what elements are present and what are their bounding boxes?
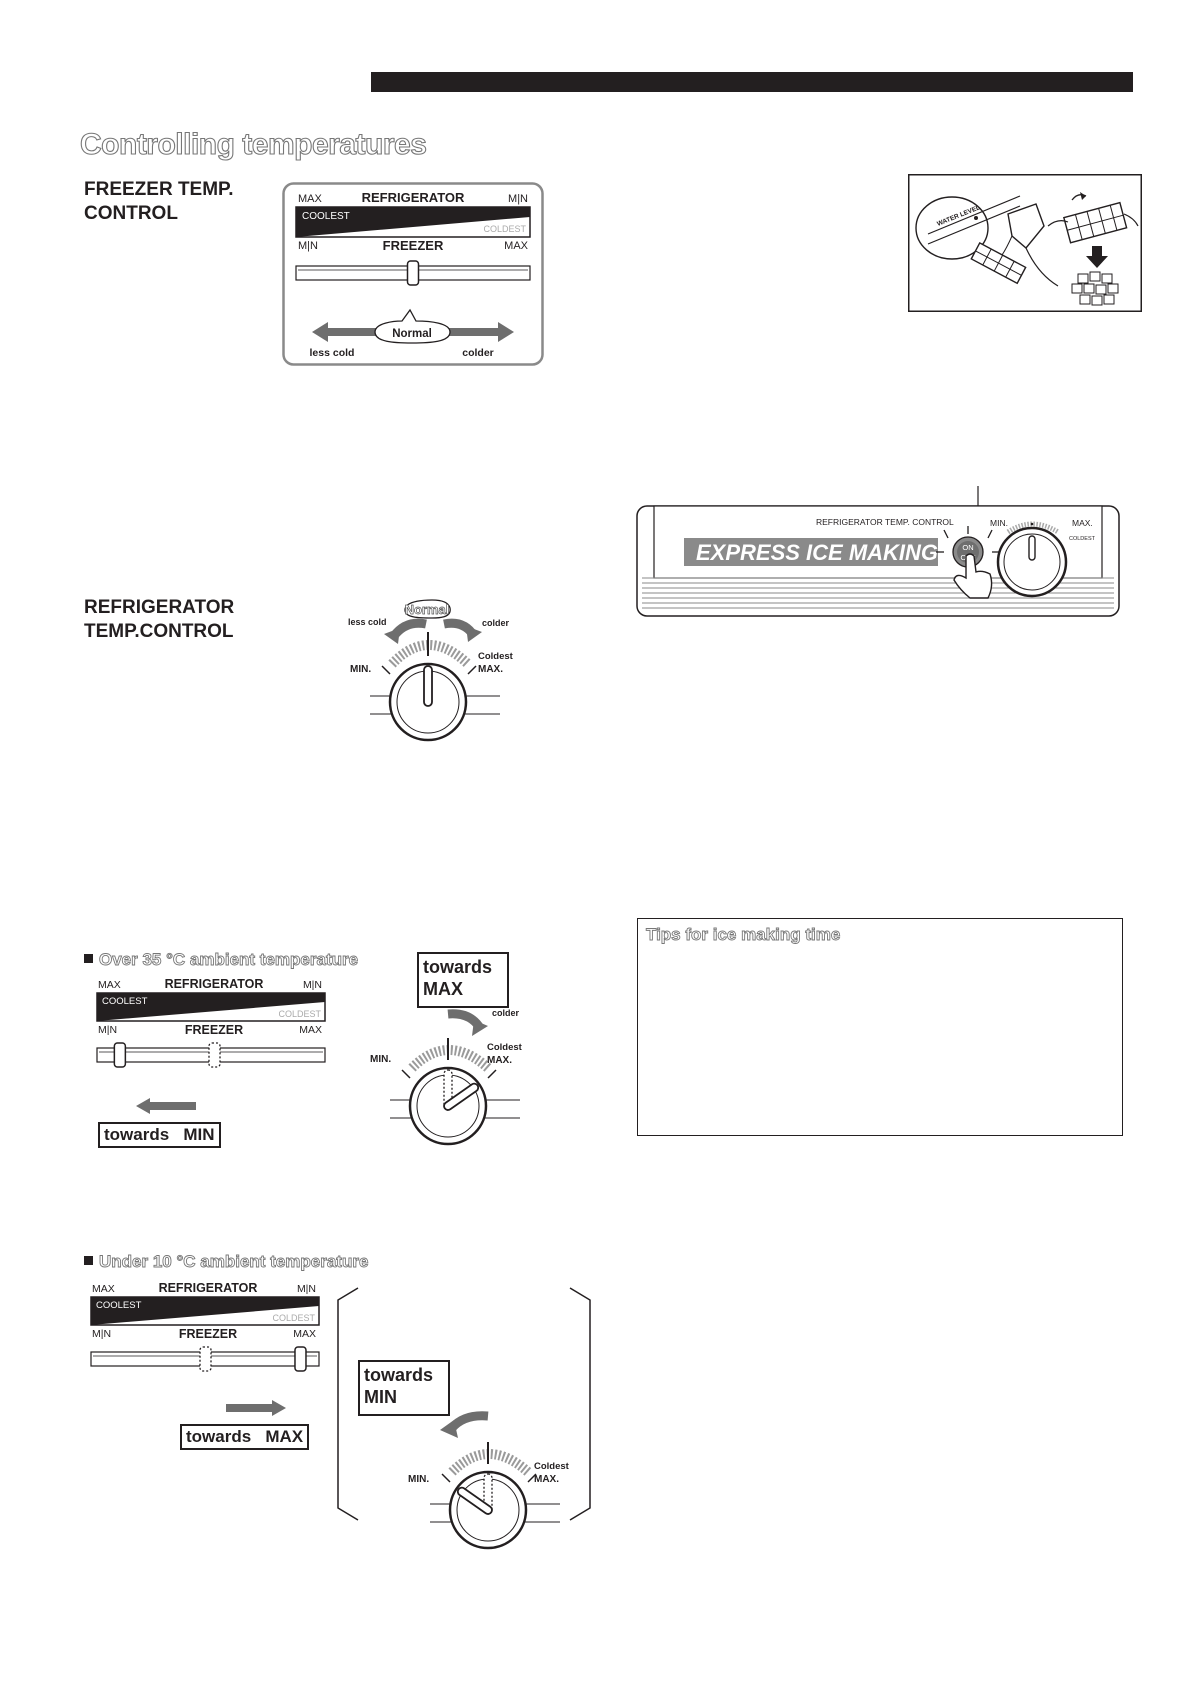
o35-min-right: M|N: [303, 979, 322, 991]
panel-min-left: M|N: [298, 240, 318, 252]
panel-max-left: MAX: [298, 193, 323, 205]
panel-coldest: COLDEST: [483, 224, 526, 234]
dial-min: MIN.: [350, 664, 371, 675]
o35-refrigerator-label: REFRIGERATOR: [165, 977, 264, 991]
over35-dial: colder MIN. Coldest MAX.: [370, 1008, 523, 1146]
dial-less-cold: less cold: [348, 617, 387, 627]
express-banner: [684, 538, 938, 566]
on-label: ON: [962, 543, 973, 552]
refrigerator-heading: REFRIGERATOR TEMP.CONTROL: [84, 596, 234, 644]
finger-icon: [953, 553, 993, 599]
left-arrow-icon: [136, 1098, 196, 1114]
o35-min-left: M|N: [98, 1024, 117, 1036]
towards-max-line1: towards: [423, 957, 493, 977]
dial-coldest: Coldest: [478, 651, 514, 662]
less-cold-label: less cold: [310, 347, 355, 359]
over35-heading: Over 35 °C ambient temperature: [84, 950, 359, 970]
u10-dial-min: MIN.: [408, 1474, 429, 1485]
o35-freezer-label: FREEZER: [185, 1023, 243, 1037]
u10-max-left: MAX: [92, 1283, 115, 1295]
temp-control-label: REFRIGERATOR TEMP. CONTROL: [816, 517, 954, 527]
freezer-slider-knob: [406, 260, 420, 286]
towards-max-box-u10: towards MAX: [180, 1424, 310, 1450]
less-cold-arrow: [312, 322, 377, 342]
o35-max-right: MAX: [299, 1024, 322, 1036]
under10-heading: Under 10 °C ambient temperature: [84, 1252, 369, 1272]
dial-normal-bubble: [404, 599, 451, 619]
bullet-square-icon: [84, 954, 93, 963]
normal-bubble: [374, 308, 451, 344]
panel-coolest: COOLEST: [302, 211, 350, 222]
colder-label: colder: [462, 347, 494, 359]
over35-title: Over 35 °C ambient temperature: [99, 950, 359, 970]
o35-dial-min: MIN.: [370, 1054, 391, 1065]
express-coldest: COLDEST: [1069, 536, 1096, 542]
towards-min-box: towards MIN: [98, 1122, 221, 1148]
right-arrow-icon: [226, 1400, 286, 1416]
u10-min-left: M|N: [92, 1328, 111, 1340]
colder-arrow: [442, 322, 514, 342]
under10-panel: MAX REFRIGERATOR M|N COOLEST COLDEST M|N…: [90, 1281, 320, 1372]
u10-slider-knob: [294, 1346, 307, 1372]
panel-min-right: M|N: [508, 193, 528, 205]
refrigerator-heading-line2: TEMP.CONTROL: [84, 621, 234, 642]
towards-max-box: towards MAX: [417, 952, 509, 1008]
page-title: Controlling temperatures: [79, 127, 427, 161]
express-ice-panel: REFRIGERATOR TEMP. CONTROL EXPRESS ICE M…: [636, 486, 1120, 617]
freezer-heading: FREEZER TEMP. CONTROL: [84, 178, 234, 226]
coolest-wedge: [296, 207, 530, 237]
panel-refrigerator-label: REFRIGERATOR: [362, 190, 465, 205]
freezer-heading-line2: CONTROL: [84, 203, 178, 224]
panel-max-right: MAX: [504, 240, 529, 252]
u10-dial-coldest: Coldest: [534, 1461, 570, 1472]
express-min: MIN.: [990, 518, 1008, 528]
dial-max: MAX.: [478, 664, 503, 675]
under10-title: Under 10 °C ambient temperature: [99, 1252, 369, 1272]
panel-freezer-label: FREEZER: [383, 238, 444, 253]
under10-dial: MIN. Coldest MAX.: [408, 1411, 570, 1550]
u10-coolest: COOLEST: [96, 1300, 142, 1311]
ice-tray-illustration: WATER LEVEL: [908, 174, 1142, 312]
o35-colder: colder: [492, 1008, 520, 1018]
u10-min-right: M|N: [297, 1283, 316, 1295]
o35-slider-knob: [113, 1042, 127, 1068]
dial-colder: colder: [482, 618, 510, 628]
bullet-square-icon: [84, 1256, 93, 1265]
dial-normal-label: Normal: [405, 602, 450, 617]
freezer-control-panel: MAX REFRIGERATOR M|N COOLEST COLDEST M|N…: [282, 182, 544, 366]
u10-freezer-label: FREEZER: [179, 1327, 237, 1341]
towards-min-line2: MIN: [364, 1387, 397, 1407]
tips-box: Tips for ice making time: [637, 918, 1123, 1136]
o35-max-left: MAX: [98, 979, 121, 991]
o35-coolest: COOLEST: [102, 996, 148, 1007]
u10-coldest: COLDEST: [272, 1313, 315, 1323]
u10-refrigerator-label: REFRIGERATOR: [159, 1281, 258, 1295]
tips-title: Tips for ice making time: [646, 925, 841, 945]
u10-max-right: MAX: [293, 1328, 316, 1340]
header-bar: [371, 72, 1133, 92]
towards-max-line2: MAX: [423, 979, 463, 999]
bracket-frame: [337, 1287, 591, 1521]
o35-dial-max: MAX.: [487, 1055, 512, 1066]
express-max: MAX.: [1072, 518, 1093, 528]
towards-min-box-u10: towards MIN: [358, 1360, 450, 1416]
freezer-heading-line1: FREEZER TEMP.: [84, 179, 234, 200]
o35-coldest: COLDEST: [278, 1009, 321, 1019]
normal-label: Normal: [392, 328, 432, 340]
u10-dial-max: MAX.: [534, 1474, 559, 1485]
over35-panel: MAX REFRIGERATOR M|N COOLEST COLDEST M|N…: [96, 977, 326, 1068]
o35-dial-coldest: Coldest: [487, 1042, 523, 1053]
refrigerator-heading-line1: REFRIGERATOR: [84, 597, 235, 618]
towards-min-line1: towards: [364, 1365, 434, 1385]
express-label: EXPRESS ICE MAKING: [696, 540, 938, 565]
refrigerator-dial: Normal less cold colder MIN. Coldest MAX…: [348, 599, 514, 742]
